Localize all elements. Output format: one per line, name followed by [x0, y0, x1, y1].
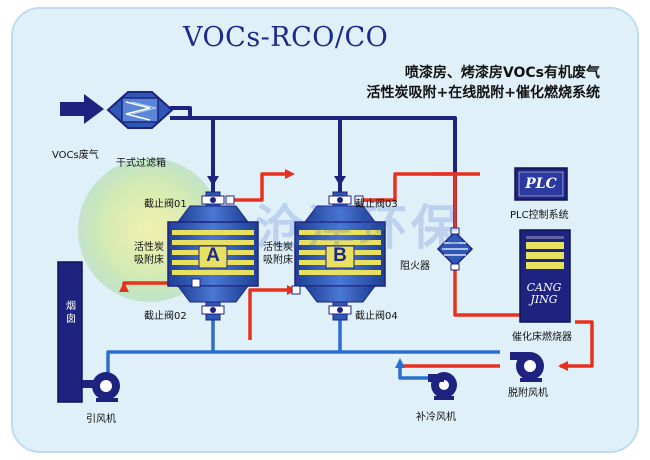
- hot-line-burner-out: [560, 320, 594, 368]
- label-induced-draft-fan: 引风机: [86, 414, 116, 425]
- label-desorption-fan: 脱附风机: [508, 388, 548, 399]
- subtitle-line-1: 喷漆房、烤漆房VOCs有机废气: [404, 65, 600, 81]
- chimney-label: 烟 囱: [62, 300, 80, 326]
- tower-b-letter: B: [333, 245, 347, 266]
- label-carbon-bed-a-1: 活性炭: [134, 242, 164, 253]
- label-flame-arrester: 阻火器: [400, 261, 430, 272]
- desorption-fan: [510, 352, 544, 382]
- tower-b: [291, 191, 386, 321]
- tower-a: [167, 191, 259, 321]
- label-valve-03: 截止阀03: [355, 199, 398, 210]
- induced-draft-fan: [82, 372, 120, 402]
- hot-arrow-4: [119, 282, 129, 292]
- label-cooling-fan: 补冷风机: [416, 412, 456, 423]
- hot-line-to-arrester: [432, 172, 457, 230]
- tower-a-letter: A: [206, 245, 220, 266]
- hot-line-a-top: [230, 172, 290, 202]
- label-valve-02: 截止阀02: [144, 311, 187, 322]
- label-dry-filter-box: 干式过滤箱: [116, 158, 166, 169]
- hot-line-b-bottom: [248, 288, 292, 340]
- flame-arrester: [436, 227, 474, 271]
- burner-brand-line-2: JING: [530, 293, 558, 306]
- label-valve-04: 截止阀04: [355, 311, 398, 322]
- catalytic-burner: [519, 229, 571, 323]
- return-arrow-cooling: [395, 358, 405, 368]
- label-plc-control-system: PLC控制系统: [510, 210, 569, 221]
- plc-box: [514, 167, 568, 201]
- plc-screen-text: PLC: [525, 176, 557, 192]
- hot-arrow-5: [558, 361, 568, 371]
- burner-brand-line-1: CANG: [526, 281, 562, 294]
- label-carbon-bed-b-1: 活性炭: [263, 242, 293, 253]
- chimney-label-2: 囱: [66, 314, 76, 325]
- chimney-label-1: 烟: [66, 301, 76, 312]
- hot-arrow-1: [285, 169, 295, 179]
- supply-arrow-b: [334, 176, 346, 186]
- return-line-bottom: [106, 350, 500, 382]
- label-valve-01: 截止阀01: [144, 199, 187, 210]
- diagram-title: VOCs-RCO/CO: [183, 22, 389, 53]
- chimney: [57, 261, 83, 403]
- inlet-arrow: [60, 94, 104, 124]
- watermark: 沧泽环保: [255, 200, 464, 256]
- label-carbon-bed-b-2: 吸附床: [263, 255, 293, 266]
- subtitle-line-2: 活性炭吸附+在线脱附+催化燃烧系统: [366, 85, 600, 101]
- burner-brand: CANG JING: [522, 282, 566, 306]
- label-vocs-waste-gas: VOCs废气: [52, 150, 99, 161]
- supply-arrow-a: [207, 176, 219, 186]
- dry-filter-box: [106, 91, 174, 129]
- hot-line-arrester-out: [453, 268, 528, 317]
- label-catalytic-burner: 催化床燃烧器: [512, 332, 572, 343]
- cooling-fan: [428, 372, 457, 400]
- label-carbon-bed-a-2: 吸附床: [134, 255, 164, 266]
